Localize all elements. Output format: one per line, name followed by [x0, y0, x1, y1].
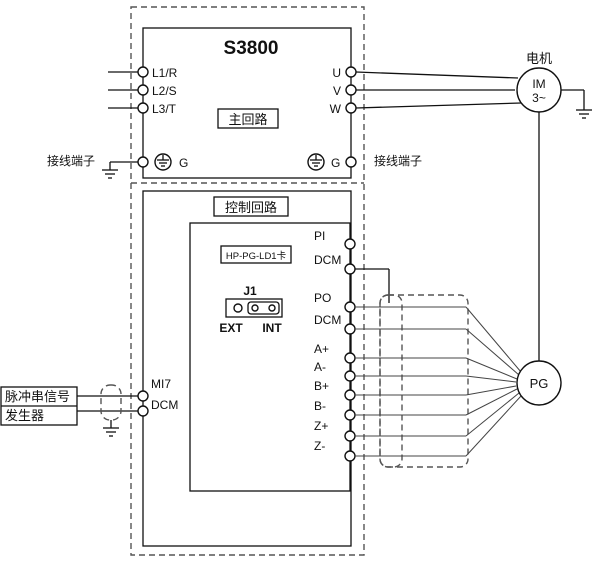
ground-right-symbol-icon: [307, 153, 325, 171]
terminal-pulse-dcm: [137, 405, 149, 417]
pg-terminal-4: [344, 323, 356, 335]
terminal-ground-left: [137, 156, 149, 168]
shield-inner-dashed: [379, 294, 403, 468]
pg-terminal-10: [344, 450, 356, 462]
pg-terminal-3: [344, 301, 356, 313]
pg-terminal-label-1: PI: [314, 229, 325, 243]
power-input-l2: L2/S: [152, 84, 177, 98]
pg-terminal-label-4: DCM: [314, 313, 341, 327]
control-circuit-label: 控制回路: [225, 200, 277, 215]
pg-terminal-label-10: Z-: [314, 439, 325, 453]
shield-outer-dashed: [379, 294, 469, 468]
jumper-j1-icon: [225, 298, 283, 318]
pulse-generator-line2: 发生器: [5, 408, 44, 423]
pulse-shield-dashed: [100, 384, 122, 421]
motor-output-u: U: [332, 66, 341, 80]
pg-terminal-label-6: A-: [314, 360, 326, 374]
encoder-label: PG: [530, 376, 549, 391]
pg-terminal-7: [344, 389, 356, 401]
terminal-l2: [137, 84, 149, 96]
title: S3800: [224, 38, 279, 59]
pg-terminal-label-3: PO: [314, 291, 331, 305]
pg-terminal-5: [344, 352, 356, 364]
pulse-generator-line1: 脉冲串信号: [5, 389, 70, 404]
pg-terminal-9: [344, 430, 356, 442]
terminal-l3: [137, 102, 149, 114]
pg-terminal-2: [344, 263, 356, 275]
encoder-symbol: [516, 360, 562, 406]
pg-terminal-label-5: A+: [314, 342, 329, 356]
pg-terminal-label-2: DCM: [314, 253, 341, 267]
main-circuit-label-box: [217, 108, 279, 129]
ground-left-label: 接线端子: [47, 153, 95, 168]
terminal-u: [345, 66, 357, 78]
ground-left-symbol-icon: [154, 153, 172, 171]
power-input-l3: L3/T: [152, 102, 177, 116]
motor-line1: IM: [532, 77, 545, 91]
motor-output-w: W: [330, 102, 342, 116]
power-input-l1: L1/R: [152, 66, 178, 80]
pg-terminal-label-7: B+: [314, 379, 329, 393]
main-circuit-label: 主回路: [228, 112, 267, 127]
main-circuit-frame: [142, 27, 352, 179]
pg-terminal-8: [344, 409, 356, 421]
ground-right-label: 接线端子: [374, 153, 422, 168]
card-label-box: [220, 245, 292, 264]
terminal-l1: [137, 66, 149, 78]
pulse-terminal-mi7: MI7: [151, 377, 171, 391]
pulse-terminal-dcm: DCM: [151, 398, 178, 412]
terminal-ground-right: [345, 156, 357, 168]
ground-right-terminal: G: [331, 156, 340, 170]
motor-caption: 电机: [526, 51, 552, 66]
jumper-name: J1: [243, 284, 257, 298]
control-circuit-label-box: [213, 196, 289, 217]
pg-terminal-6: [344, 370, 356, 382]
terminal-mi7: [137, 390, 149, 402]
card-label: HP-PG-LD1卡: [226, 250, 287, 262]
motor-output-v: V: [333, 84, 341, 98]
jumper-left-label: EXT: [219, 321, 243, 335]
motor-earth-icon: [576, 109, 592, 119]
pg-terminal-1: [344, 238, 356, 250]
jumper-right-label: INT: [262, 321, 282, 335]
pg-terminal-label-9: Z+: [314, 419, 328, 433]
pulse-shield-earth-icon: [103, 427, 119, 437]
terminal-v: [345, 84, 357, 96]
terminal-w: [345, 102, 357, 114]
ground-left-earth-icon: [102, 169, 118, 179]
ground-left-terminal: G: [179, 156, 188, 170]
motor-line2: 3~: [532, 91, 546, 105]
pg-terminal-label-8: B-: [314, 399, 326, 413]
